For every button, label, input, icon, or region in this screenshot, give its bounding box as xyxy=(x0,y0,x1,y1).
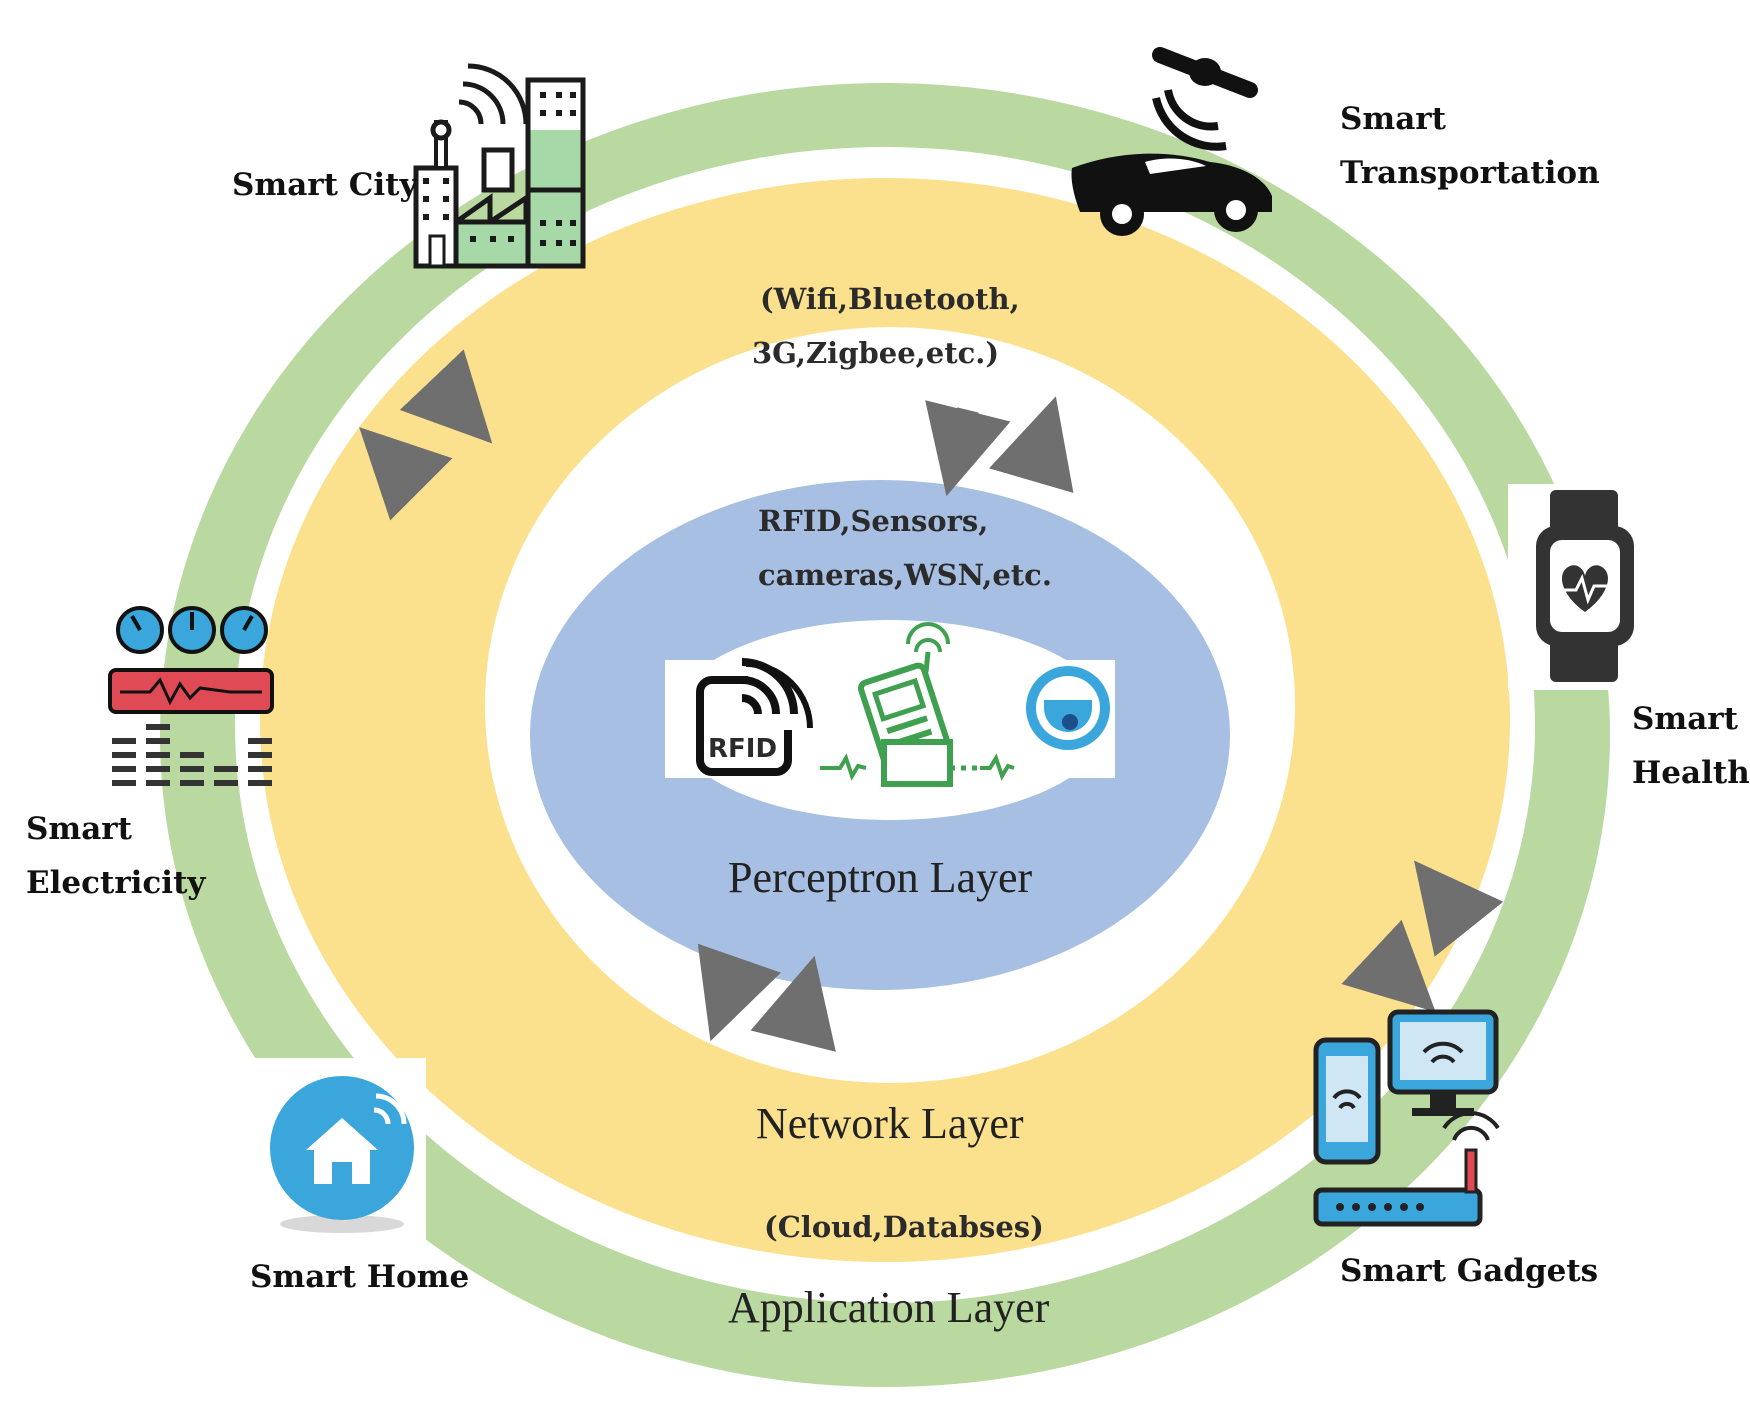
network-tech-line2: 3G,Zigbee,etc.) xyxy=(752,336,1000,370)
smart-city-label: Smart City xyxy=(232,167,418,203)
perceptron-tech-line1: RFID,Sensors, xyxy=(758,504,989,538)
arrow-network-to-app-right xyxy=(1414,860,1504,957)
smart-electricity-label-line1: Smart xyxy=(26,811,132,847)
sensor-node-icon xyxy=(820,622,1015,787)
arrow-perceptron-to-network-top xyxy=(988,396,1074,494)
application-tech-label: (Cloud,Databses) xyxy=(764,1210,1044,1244)
smart-transportation-label-line2: Transportation xyxy=(1340,155,1600,191)
smart-health-icon xyxy=(1508,484,1650,690)
arrow-app-to-network-right xyxy=(1341,919,1436,1013)
perceptron-tech-line2: cameras,WSN,etc. xyxy=(758,558,1052,592)
smart-health-label-line2: Health xyxy=(1632,755,1750,791)
smart-transportation-label-line1: Smart xyxy=(1340,101,1446,137)
smart-gadgets-label: Smart Gadgets xyxy=(1340,1253,1599,1289)
perceptron-layer-label: Perceptron Layer xyxy=(728,853,1033,902)
application-layer-label: Application Layer xyxy=(728,1283,1050,1332)
arrow-network-to-perceptron-bottom xyxy=(750,955,836,1052)
smart-transportation-icon xyxy=(1071,47,1272,236)
smart-home-label: Smart Home xyxy=(250,1259,470,1295)
smart-electricity-icon xyxy=(108,606,274,786)
rfid-icon xyxy=(696,658,813,776)
arrow-network-to-perceptron-top xyxy=(925,400,1011,497)
smart-home-icon xyxy=(248,1058,426,1240)
smart-electricity-label-line2: Electricity xyxy=(26,865,206,901)
network-tech-line1: (Wifi,Bluetooth, xyxy=(760,282,1020,316)
camera-icon xyxy=(1026,666,1110,750)
arrow-network-to-app-topleft xyxy=(359,427,453,521)
arrow-perceptron-to-network-bottom xyxy=(697,943,781,1042)
rfid-badge-text: RFID xyxy=(708,734,778,764)
smart-health-label-line1: Smart xyxy=(1632,701,1738,737)
arrow-app-to-network-topleft xyxy=(399,349,493,444)
network-layer-label: Network Layer xyxy=(756,1099,1024,1148)
smart-gadgets-icon xyxy=(1313,1009,1500,1227)
smart-city-icon xyxy=(413,63,586,269)
